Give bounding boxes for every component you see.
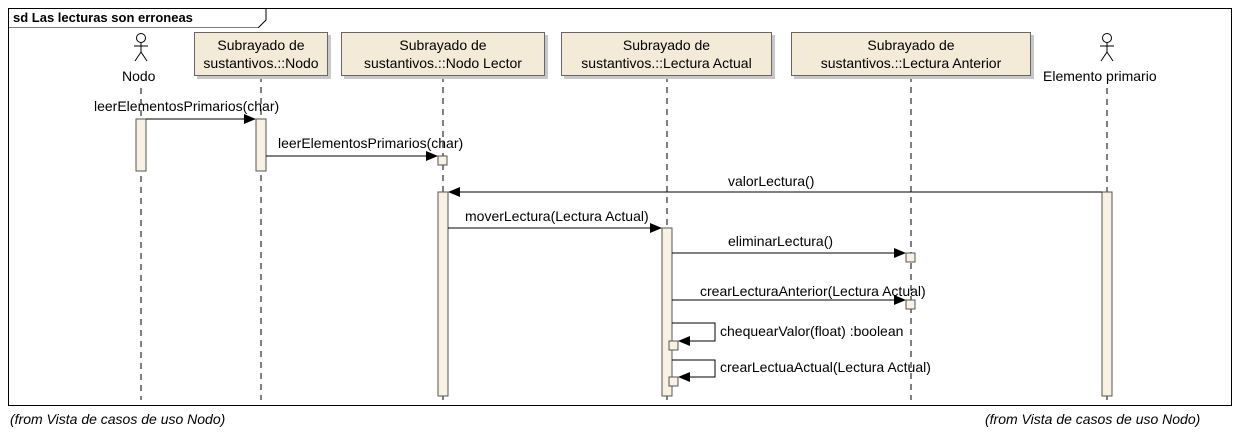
lifeline-box-lectura-anterior-line1: Subrayado de: [867, 37, 955, 53]
activation-lectura-actual-self-1: [668, 340, 679, 351]
activation-lectura-anterior-2: [905, 299, 916, 310]
activation-lectura-actual: [661, 227, 673, 397]
message-label-6: crearLecturaAnterior(Lectura Actual): [700, 283, 926, 299]
lifeline-box-lectura-actual-line2: sustantivos.::Lectura Actual: [581, 55, 752, 71]
message-label-4: moverLectura(Lectura Actual): [465, 208, 649, 224]
message-label-8: crearLectuaActual(Lectura Actual): [720, 359, 931, 375]
footer-right-note: (from Vista de casos de uso Nodo): [985, 411, 1201, 427]
message-arrow-8: [672, 359, 716, 382]
activation-nodo-lector-2: [437, 191, 449, 397]
lifeline-box-nodo-line1: Subrayado de: [217, 37, 305, 53]
lifeline-box-nodo[interactable]: Subrayado de sustantivos.::Nodo: [194, 32, 328, 76]
lifeline-box-lectura-actual[interactable]: Subrayado de sustantivos.::Lectura Actua…: [561, 32, 772, 76]
activation-nodo: [255, 118, 267, 172]
lifeline-box-lectura-actual-line1: Subrayado de: [622, 37, 711, 53]
activation-nodo-actor: [135, 118, 147, 172]
lifeline-box-nodo-lector-line1: Subrayado de: [399, 37, 487, 53]
frame-tab: [8, 8, 267, 28]
message-label-7: chequearValor(float) :boolean: [720, 323, 904, 339]
actor-nodo-icon: [134, 33, 148, 62]
message-label-3: valorLectura(): [728, 173, 815, 189]
message-label-2: leerElementosPrimarios(char): [278, 135, 464, 151]
actor-elemento-primario-icon: [1100, 33, 1114, 62]
lifeline-box-nodo-line2: sustantivos.::Nodo: [203, 55, 319, 71]
activation-elemento-primario: [1101, 191, 1113, 397]
actor-nodo-label: Nodo: [122, 68, 156, 84]
lifeline-box-nodo-lector-line2: sustantivos.::Nodo Lector: [364, 55, 522, 71]
activation-lectura-anterior-1: [905, 252, 916, 263]
footer-left-note: (from Vista de casos de uso Nodo): [10, 411, 226, 427]
message-label-5: eliminarLectura(): [728, 233, 834, 249]
actor-elemento-primario-label: Elemento primario: [1043, 68, 1157, 84]
message-label-1: leerElementosPrimarios(char): [94, 98, 280, 114]
lifeline-box-lectura-anterior[interactable]: Subrayado de sustantivos.::Lectura Anter…: [791, 32, 1031, 76]
diagram-frame: [8, 8, 1232, 406]
frame-title: sd Las lecturas son erroneas: [13, 10, 193, 25]
lifeline-box-lectura-anterior-line2: sustantivos.::Lectura Anterior: [820, 55, 1002, 71]
message-arrow-7: [672, 322, 716, 346]
activation-nodo-lector-1: [437, 155, 448, 166]
activation-lectura-actual-self-2: [668, 376, 679, 387]
lifeline-box-nodo-lector[interactable]: Subrayado de sustantivos.::Nodo Lector: [341, 32, 545, 76]
